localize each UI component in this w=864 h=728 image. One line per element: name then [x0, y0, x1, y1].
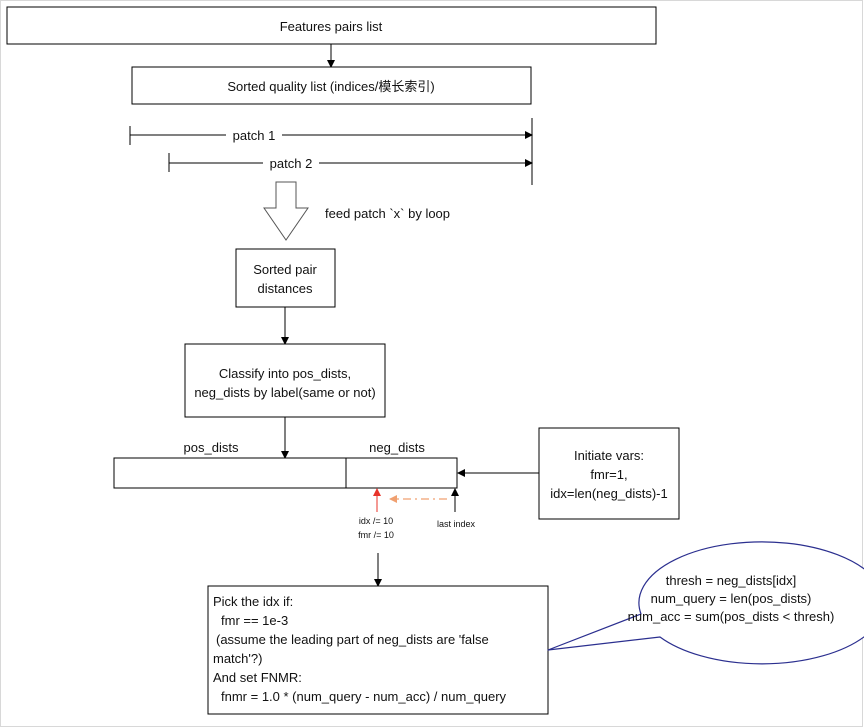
patch1-label-bg [226, 127, 282, 143]
patch1-label: patch 1 [233, 128, 276, 143]
patch2-label-bg [263, 155, 319, 171]
last-index-label: last index [437, 519, 476, 529]
feed-loop-label: feed patch `x` by loop [325, 206, 450, 221]
dists-bar [113, 457, 458, 489]
classify-label-line1: Classify into pos_dists, [219, 366, 351, 381]
features-pairs-label: Features pairs list [280, 19, 383, 34]
pick-line6: fnmr = 1.0 * (num_query - num_acc) / num… [221, 689, 507, 704]
pick-line2: fmr == 1e-3 [221, 613, 288, 628]
callout-line3: num_acc = sum(pos_dists < thresh) [628, 609, 835, 624]
pos-dists-label: pos_dists [184, 440, 239, 455]
pick-line3: (assume the leading part of neg_dists ar… [216, 632, 489, 647]
pick-line1: Pick the idx if: [213, 594, 293, 609]
hollow-down-arrow [263, 181, 309, 241]
callout-line2: num_query = len(pos_dists) [651, 591, 812, 606]
fmr-div-label: fmr /= 10 [358, 530, 394, 540]
sorted-pair-distances-box [235, 248, 336, 308]
classify-label-line2: neg_dists by label(same or not) [194, 385, 375, 400]
callout-bubble [547, 541, 864, 665]
patch2-label: patch 2 [270, 156, 313, 171]
sorted-quality-label: Sorted quality list (indices/模长索引) [227, 79, 434, 94]
initiate-label-line3: idx=len(neg_dists)-1 [550, 486, 667, 501]
sorted-pair-label-line2: distances [258, 281, 313, 296]
sorted-quality-box [131, 66, 532, 105]
sorted-pair-label-line1: Sorted pair [253, 262, 317, 277]
pick-line4: match'?) [213, 651, 262, 666]
idx-div-label: idx /= 10 [359, 516, 393, 526]
initiate-label-line1: Initiate vars: [574, 448, 644, 463]
callout-line1: thresh = neg_dists[idx] [666, 573, 796, 588]
initiate-vars-box [538, 427, 680, 520]
neg-dists-label: neg_dists [369, 440, 425, 455]
initiate-label-line2: fmr=1, [590, 467, 627, 482]
pick-line5: And set FNMR: [213, 670, 302, 685]
pick-idx-box [207, 585, 549, 715]
